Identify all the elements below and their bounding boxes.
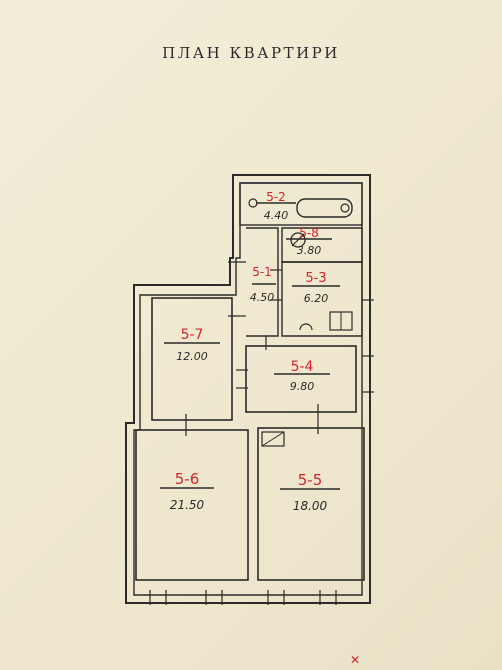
bathtub-icon xyxy=(296,198,353,218)
room-id: 5-1 xyxy=(252,265,272,279)
room-5-1-outline xyxy=(246,227,279,337)
room-5-5: 5-5 18.00 xyxy=(293,471,328,513)
room-id: 5-7 xyxy=(181,327,204,343)
stove-box-icon xyxy=(261,431,285,447)
room-area: 21.50 xyxy=(170,498,205,512)
room-id: 5-6 xyxy=(175,470,200,488)
room-area: 4.40 xyxy=(264,209,289,222)
room-5-3: 5-3 6.20 xyxy=(304,271,329,305)
room-area: 6.20 xyxy=(304,292,329,305)
room-5-4-outline xyxy=(245,345,357,413)
room-5-6: 5-6 21.50 xyxy=(170,470,205,512)
corner-mark-icon: ✕ xyxy=(350,653,360,667)
room-id: 5-5 xyxy=(298,471,323,489)
room-5-4: 5-4 9.80 xyxy=(290,359,315,393)
room-5-6-outline xyxy=(135,429,249,581)
room-id: 5-8 xyxy=(299,226,319,240)
room-5-8: 5-8 3.80 xyxy=(297,226,322,257)
sink-icon xyxy=(340,203,350,213)
page-title: ПЛАН КВАРТИРИ xyxy=(162,44,340,62)
room-5-7-outline xyxy=(151,297,233,421)
room-5-3-outline xyxy=(281,261,363,337)
room-id: 5-3 xyxy=(305,271,326,286)
outer-wall xyxy=(125,174,371,604)
room-area: 12.00 xyxy=(176,350,208,363)
room-5-7: 5-7 12.00 xyxy=(176,327,208,363)
room-area: 4.50 xyxy=(250,291,275,304)
room-area: 9.80 xyxy=(290,380,315,393)
room-area: 3.80 xyxy=(297,244,322,257)
room-5-1: 5-1 4.50 xyxy=(250,265,275,304)
room-5-2: 5-2 4.40 xyxy=(264,190,289,222)
room-5-2-outline xyxy=(239,182,363,226)
room-area: 18.00 xyxy=(293,499,328,513)
room-5-5-outline xyxy=(257,427,365,581)
room-id: 5-2 xyxy=(266,190,286,204)
room-id: 5-4 xyxy=(291,359,314,375)
stove-icon xyxy=(290,232,306,248)
